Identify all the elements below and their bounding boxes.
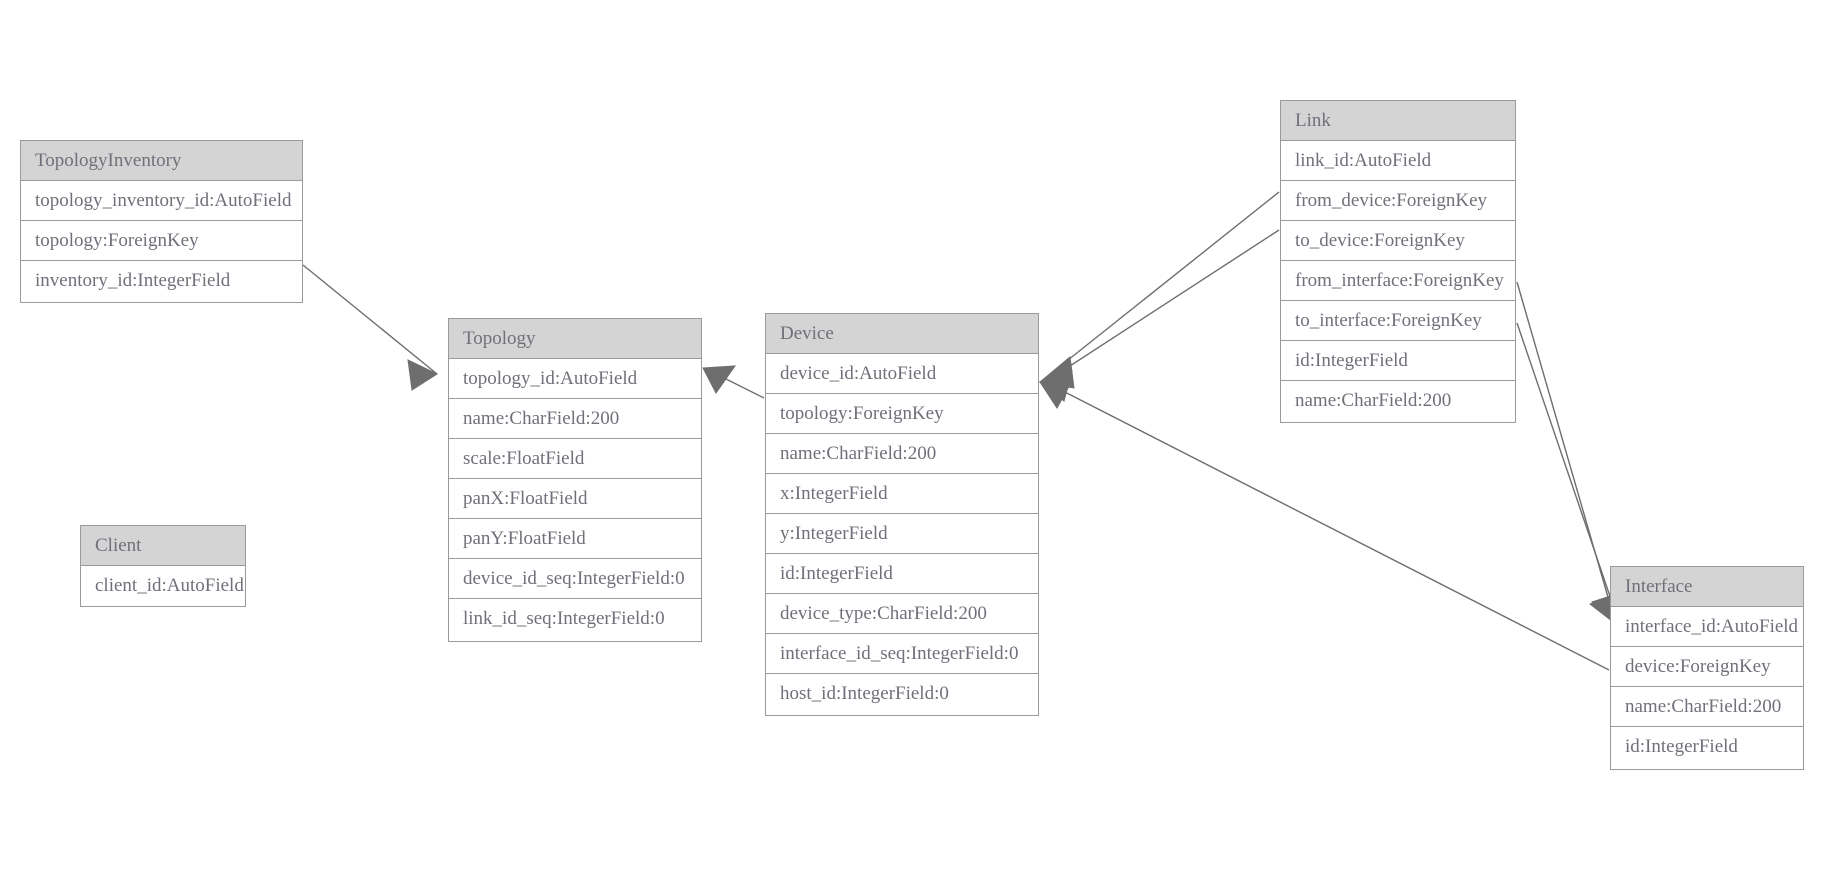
relation-line bbox=[1054, 386, 1610, 671]
entity-title-client: Client bbox=[81, 526, 245, 566]
entity-field-row: client_id:AutoField bbox=[81, 566, 245, 606]
entity-title-link: Link bbox=[1281, 101, 1515, 141]
entity-field-row: topology:ForeignKey bbox=[766, 394, 1038, 434]
relation-line bbox=[302, 264, 438, 375]
relation-line bbox=[1516, 322, 1617, 615]
entity-field-row: interface_id:AutoField bbox=[1611, 607, 1803, 647]
relation-arrowhead-icon bbox=[1038, 356, 1075, 389]
entity-field-row: device_id:AutoField bbox=[766, 354, 1038, 394]
entity-field-row: from_interface:ForeignKey bbox=[1281, 261, 1515, 301]
entity-field-row: scale:FloatField bbox=[449, 439, 701, 479]
relation-rel-link-to-interface bbox=[1516, 322, 1621, 627]
relation-rel-interface-device bbox=[1039, 380, 1610, 671]
entity-field-row: link_id:AutoField bbox=[1281, 141, 1515, 181]
entity-field-row: x:IntegerField bbox=[766, 474, 1038, 514]
relation-rel-topologyinventory-topology bbox=[302, 264, 439, 391]
entity-field-row: name:CharField:200 bbox=[766, 434, 1038, 474]
relation-rel-link-from-interface bbox=[1516, 281, 1619, 626]
relation-line bbox=[1052, 229, 1280, 378]
entity-field-row: host_id:IntegerField:0 bbox=[766, 674, 1038, 714]
relation-rel-link-to-device bbox=[1038, 229, 1280, 402]
entity-field-row: panY:FloatField bbox=[449, 519, 701, 559]
entity-field-row: device_id_seq:IntegerField:0 bbox=[449, 559, 701, 599]
entity-title-interface: Interface bbox=[1611, 567, 1803, 607]
entity-field-row: topology:ForeignKey bbox=[21, 221, 302, 261]
entity-title-topology: Topology bbox=[449, 319, 701, 359]
entity-field-row: device:ForeignKey bbox=[1611, 647, 1803, 687]
relation-rel-link-from-device bbox=[1038, 191, 1280, 389]
entity-field-row: device_type:CharField:200 bbox=[766, 594, 1038, 634]
entity-field-row: panX:FloatField bbox=[449, 479, 701, 519]
entity-field-row: inventory_id:IntegerField bbox=[21, 261, 302, 301]
entity-field-row: name:CharField:200 bbox=[449, 399, 701, 439]
entity-field-row: y:IntegerField bbox=[766, 514, 1038, 554]
relation-arrowhead-icon bbox=[1038, 370, 1073, 402]
relation-rel-device-topology bbox=[702, 365, 765, 399]
entity-field-row: topology_inventory_id:AutoField bbox=[21, 181, 302, 221]
relation-line bbox=[1052, 191, 1280, 373]
relation-line bbox=[711, 371, 765, 399]
entity-field-row: interface_id_seq:IntegerField:0 bbox=[766, 634, 1038, 674]
entity-field-row: name:CharField:200 bbox=[1281, 381, 1515, 421]
relation-arrowhead-icon bbox=[407, 359, 439, 391]
entity-field-row: to_device:ForeignKey bbox=[1281, 221, 1515, 261]
entity-title-device: Device bbox=[766, 314, 1038, 354]
entity-title-topologyinventory: TopologyInventory bbox=[21, 141, 302, 181]
entity-field-row: topology_id:AutoField bbox=[449, 359, 701, 399]
relation-arrowhead-icon bbox=[1039, 380, 1073, 409]
entity-field-row: id:IntegerField bbox=[1281, 341, 1515, 381]
entity-field-row: link_id_seq:IntegerField:0 bbox=[449, 599, 701, 639]
entity-field-row: to_interface:ForeignKey bbox=[1281, 301, 1515, 341]
entity-field-row: name:CharField:200 bbox=[1611, 687, 1803, 727]
relation-line bbox=[1516, 281, 1613, 612]
relation-arrowhead-icon bbox=[702, 365, 737, 394]
entity-field-row: id:IntegerField bbox=[766, 554, 1038, 594]
entity-field-row: id:IntegerField bbox=[1611, 727, 1803, 767]
entity-field-row: from_device:ForeignKey bbox=[1281, 181, 1515, 221]
